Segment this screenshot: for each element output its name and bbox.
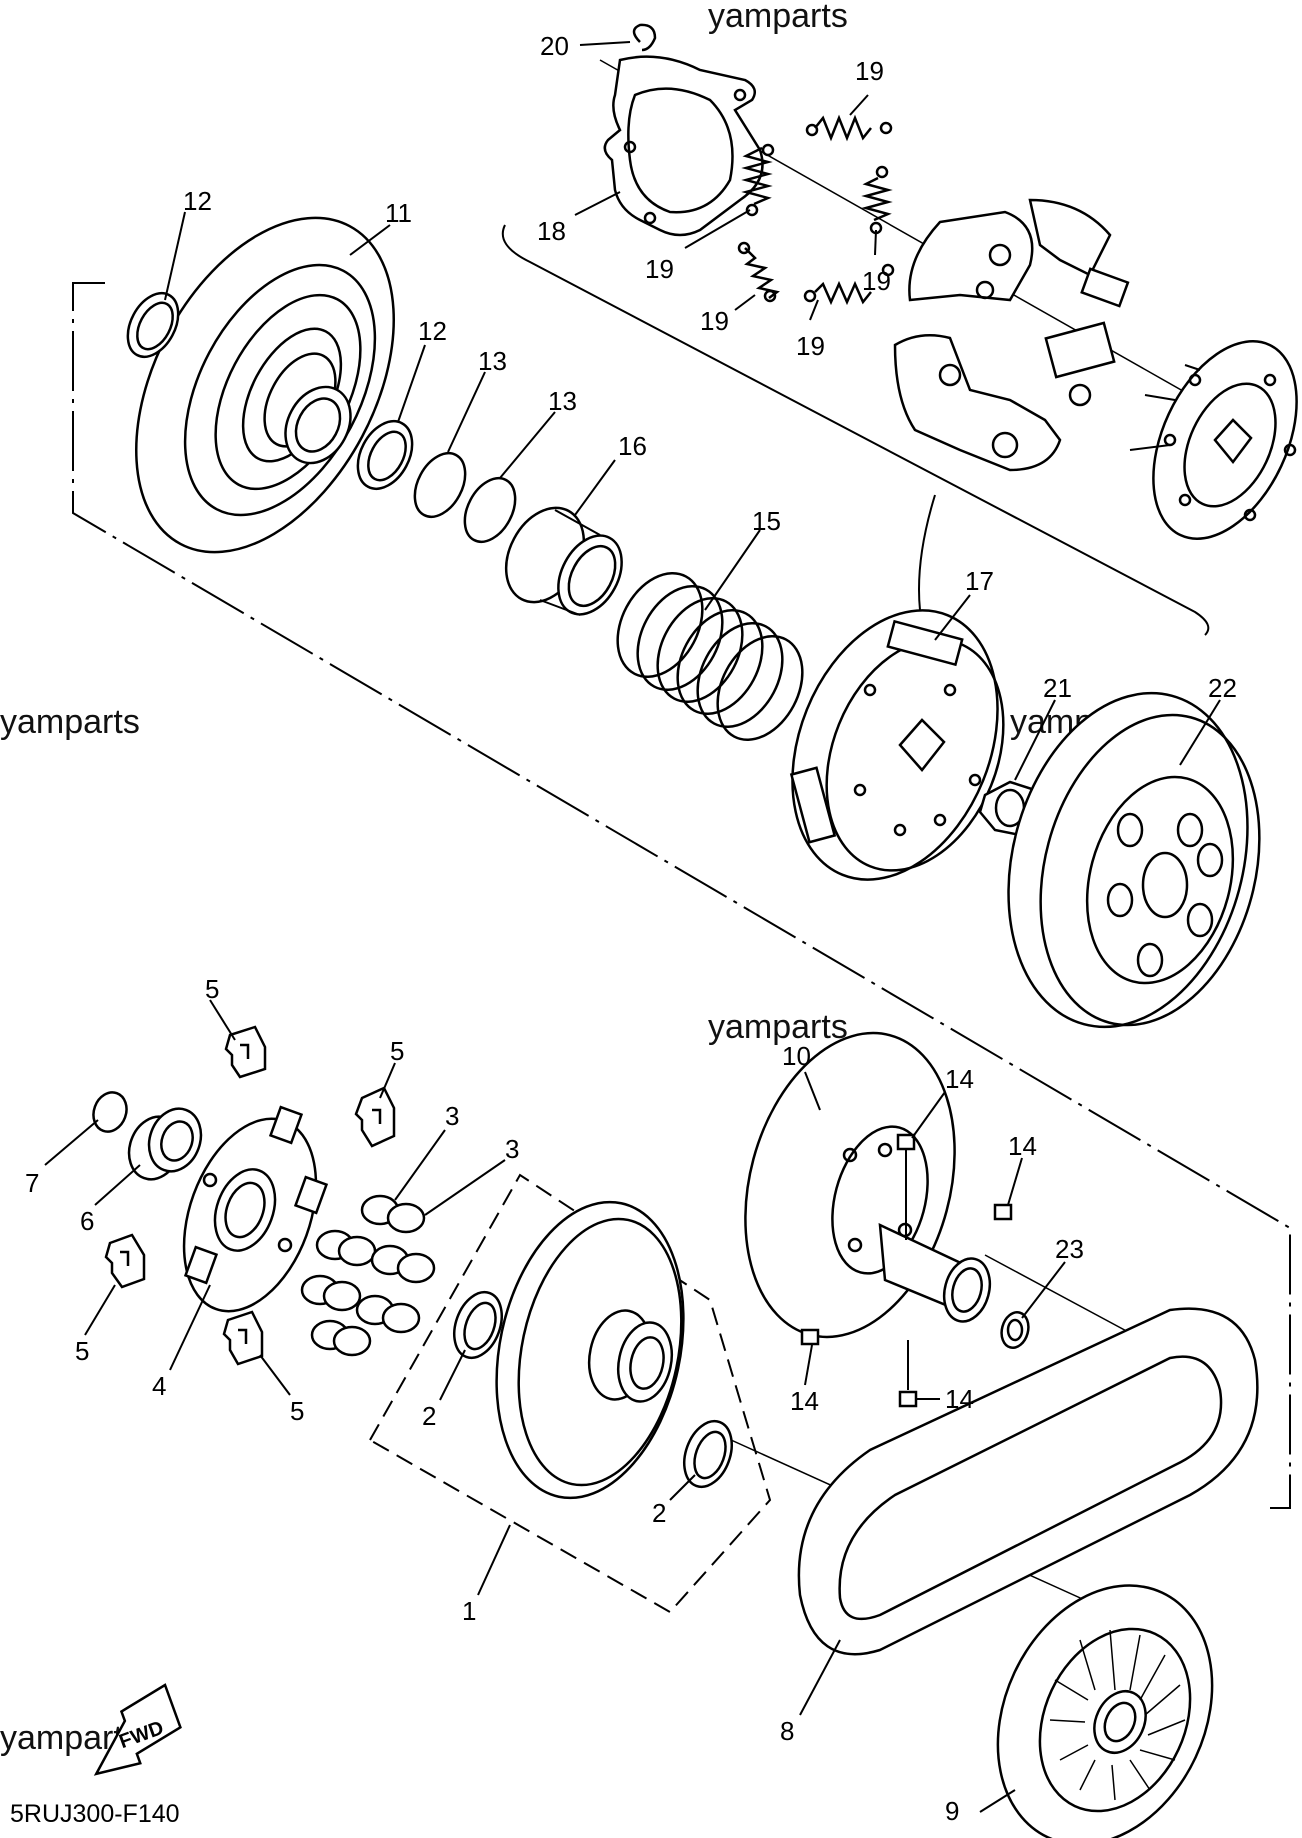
callout-19: 19 (862, 266, 891, 296)
callout-13: 13 (548, 386, 577, 416)
part-5-slider-c[interactable] (104, 1233, 146, 1289)
callout-22: 22 (1208, 673, 1237, 703)
part-14-pin-c[interactable] (800, 1328, 820, 1346)
callout-18: 18 (537, 216, 566, 246)
leader-lines (44, 41, 1221, 1813)
fwd-arrow-icon: FWD (93, 1683, 182, 1776)
callout-9: 9 (945, 1796, 959, 1826)
part-22-clutch-housing[interactable] (973, 666, 1292, 1054)
callout-3: 3 (445, 1101, 459, 1131)
callout-6: 6 (80, 1206, 94, 1236)
callout-5: 5 (205, 974, 219, 1004)
callout-19: 19 (855, 56, 884, 86)
part-14-pin-a[interactable] (896, 1133, 916, 1240)
callout-14: 14 (790, 1386, 819, 1416)
part-6-bearing[interactable] (121, 1101, 210, 1186)
callout-1: 1 (462, 1596, 476, 1626)
part-3-weight-rollers[interactable] (300, 1194, 436, 1357)
watermark-top: yamparts (708, 0, 848, 35)
part-12-oil-seal-b[interactable] (347, 412, 423, 498)
clutch-shoe-top[interactable] (908, 198, 1130, 308)
part-13-o-ring-b[interactable] (455, 470, 526, 551)
callout-17: 17 (965, 566, 994, 596)
part-1-primary-sliding-sheave[interactable] (471, 1185, 709, 1516)
primary-sheave-group-outline (368, 1173, 772, 1614)
callout-20: 20 (540, 31, 569, 61)
watermark-middle: yamparts (708, 1008, 848, 1046)
part-16-guide[interactable] (491, 494, 635, 625)
callout-19: 19 (796, 331, 825, 361)
callout-14: 14 (1008, 1131, 1037, 1161)
part-11-secondary-fixed-sheave[interactable] (83, 174, 446, 595)
clutch-carrier-plate[interactable] (1124, 319, 1302, 562)
bracket-leader (918, 494, 936, 611)
callout-7: 7 (25, 1168, 39, 1198)
part-13-o-ring-a[interactable] (405, 445, 476, 526)
callout-15: 15 (752, 506, 781, 536)
callout-14: 14 (945, 1384, 974, 1414)
callout-16: 16 (618, 431, 647, 461)
part-14-pin-d[interactable] (898, 1340, 918, 1408)
diagram-code: 5RUJ300-F140 (10, 1800, 180, 1828)
part-14-pin-b[interactable] (993, 1203, 1013, 1221)
part-5-slider-b[interactable] (354, 1086, 396, 1148)
part-2-collar-b[interactable] (676, 1415, 741, 1494)
part-19-spring-e[interactable] (803, 263, 895, 306)
clutch-shoe-bracket (501, 224, 1210, 636)
part-19-spring-c[interactable] (861, 165, 893, 235)
part-9-primary-fixed-sheave[interactable] (957, 1550, 1252, 1838)
clutch-shoe-lower[interactable] (893, 321, 1116, 472)
part-19-spring-a[interactable] (805, 114, 893, 142)
callout-2: 2 (652, 1498, 666, 1528)
watermark-left: yamparts (0, 703, 140, 741)
callout-8: 8 (780, 1716, 794, 1746)
part-5-slider-d[interactable] (222, 1310, 264, 1366)
callout-21: 21 (1043, 673, 1072, 703)
callout-5: 5 (390, 1036, 404, 1066)
callout-12: 12 (183, 186, 212, 216)
part-18-plate[interactable] (603, 55, 764, 237)
callout-11: 11 (385, 198, 412, 228)
callout-3: 3 (505, 1134, 519, 1164)
part-4-cam[interactable] (159, 1101, 340, 1330)
callout-14: 14 (945, 1064, 974, 1094)
part-17-clutch-assembly[interactable] (754, 580, 1036, 911)
callout-19: 19 (700, 306, 729, 336)
callout-2: 2 (422, 1401, 436, 1431)
part-10-secondary-sliding-sheave[interactable] (713, 1009, 996, 1360)
callout-5: 5 (290, 1396, 304, 1426)
part-12-oil-seal-a[interactable] (118, 285, 189, 366)
upper-assembly-boundary (72, 282, 1291, 1509)
callout-labels: 20 19 18 19 19 19 19 12 11 12 13 13 16 1… (25, 31, 1237, 1826)
part-19-spring-b[interactable] (741, 143, 775, 217)
part-7-o-ring[interactable] (88, 1088, 132, 1137)
part-8-v-belt[interactable] (797, 1307, 1259, 1656)
part-19-spring-d[interactable] (737, 241, 780, 303)
part-23-oil-seal[interactable] (998, 1309, 1032, 1351)
part-2-collar-a[interactable] (446, 1286, 511, 1365)
callout-5: 5 (75, 1336, 89, 1366)
callout-23: 23 (1055, 1234, 1084, 1264)
callout-10: 10 (782, 1041, 811, 1071)
part-20-circlip[interactable] (632, 23, 657, 52)
callout-12: 12 (418, 316, 447, 346)
callout-13: 13 (478, 346, 507, 376)
callout-4: 4 (152, 1371, 166, 1401)
part-15-compression-spring[interactable] (601, 559, 820, 755)
callout-19: 19 (645, 254, 674, 284)
